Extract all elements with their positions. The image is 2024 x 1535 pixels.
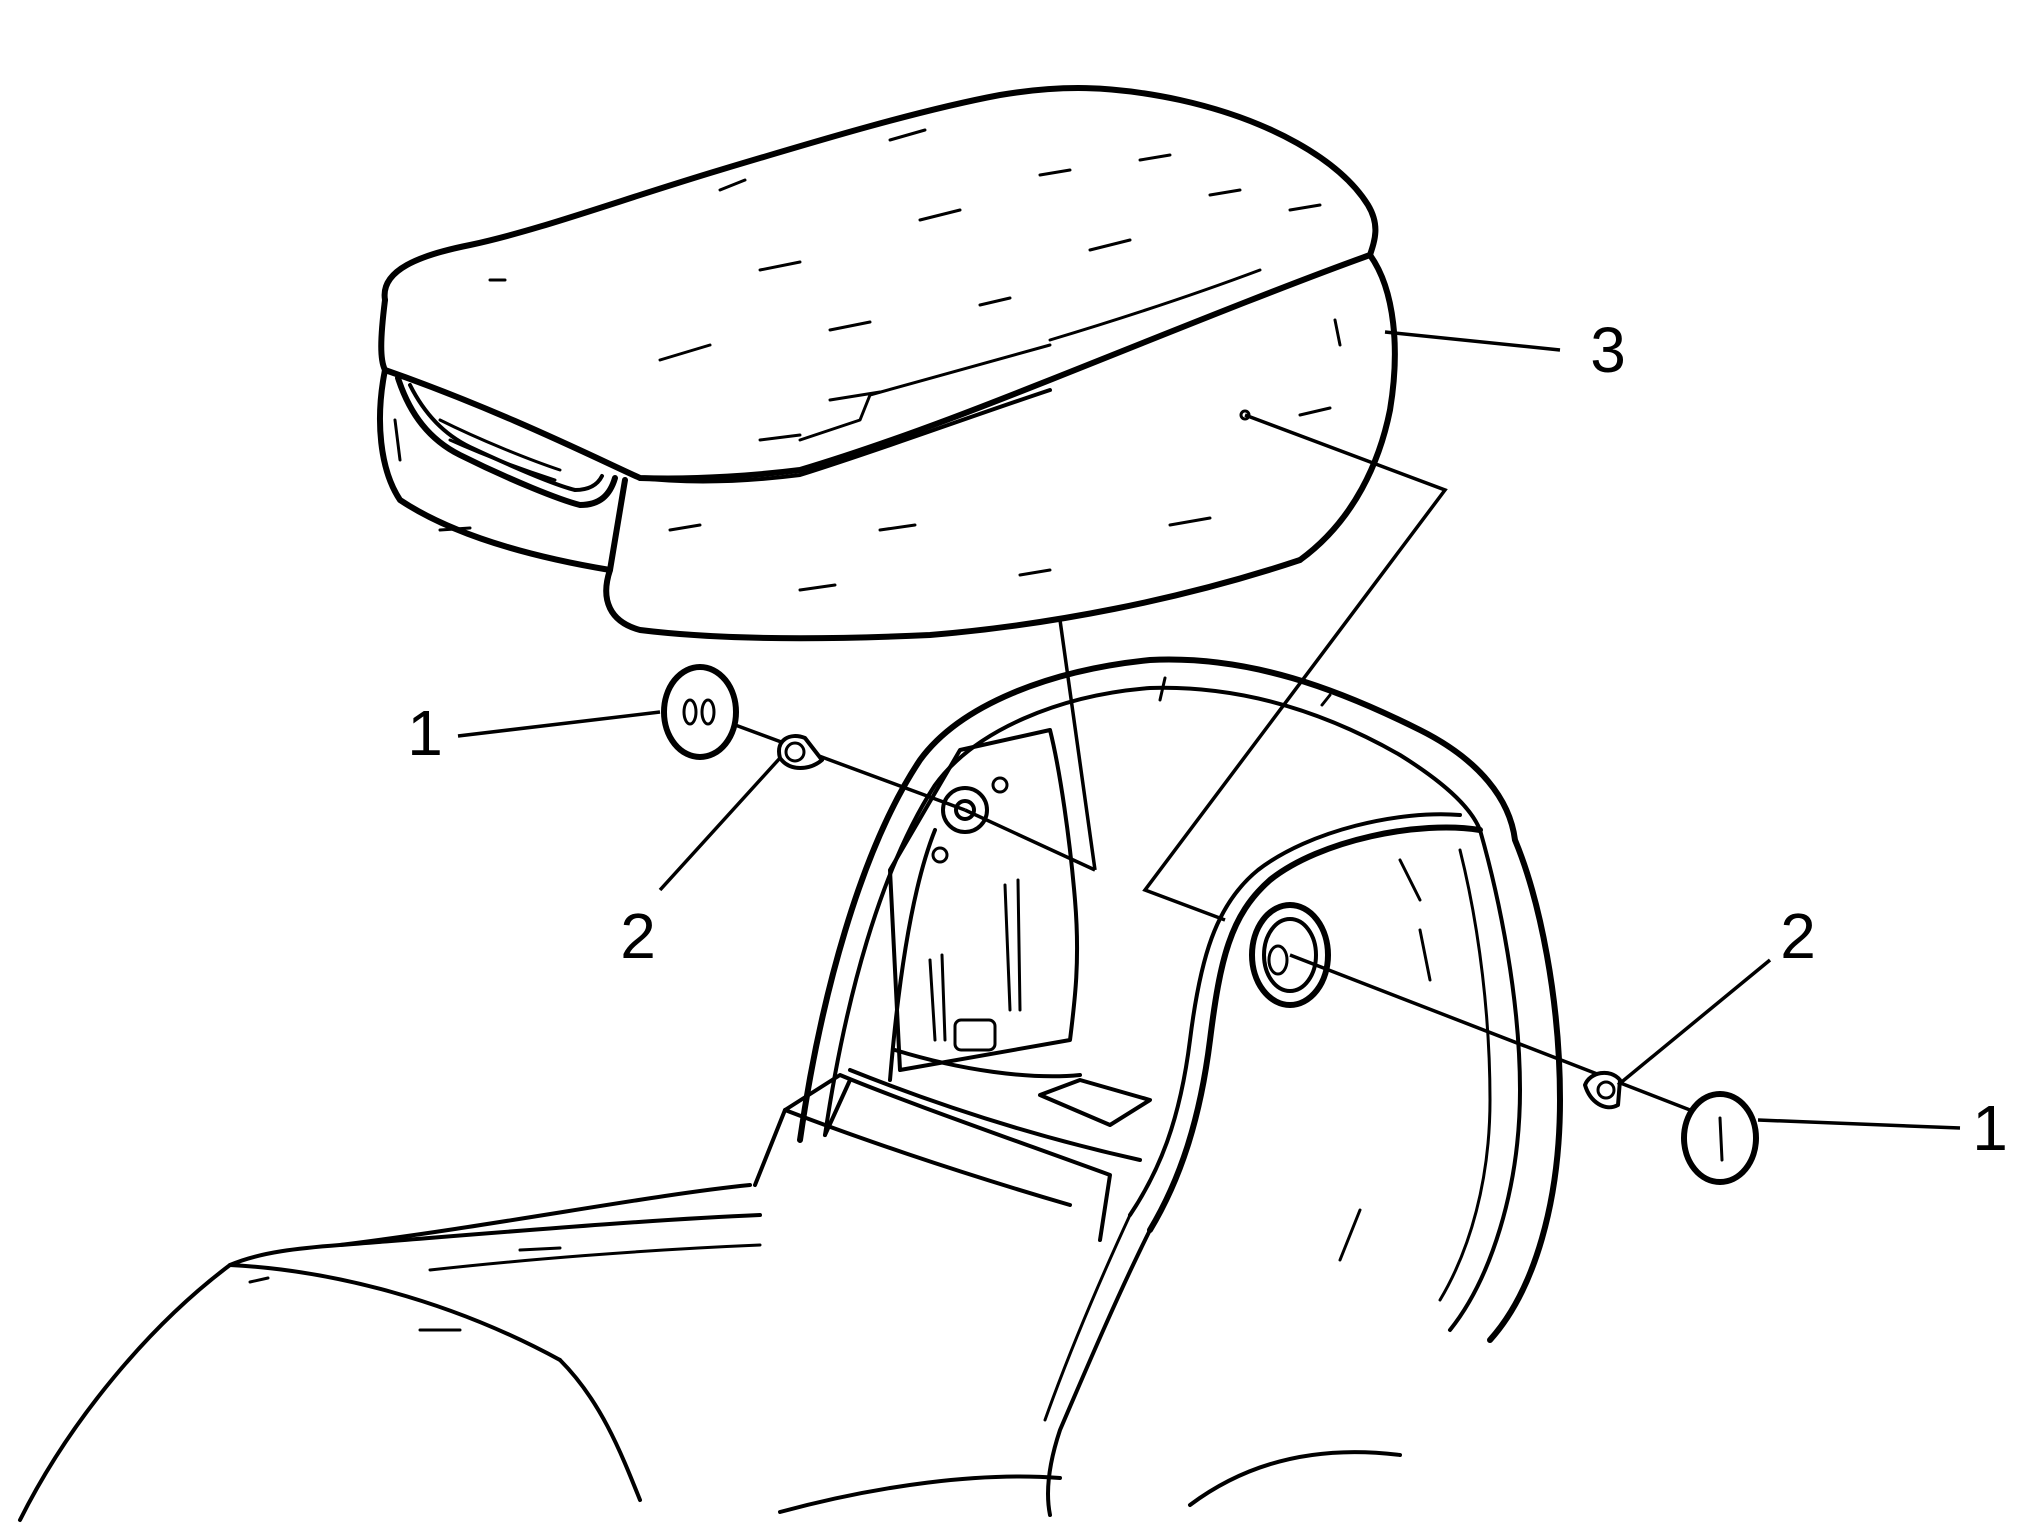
callout-label: 3 xyxy=(1590,314,1626,386)
callout-label: 2 xyxy=(620,900,656,972)
console-base xyxy=(753,656,1563,1517)
callout-2-right: 2 xyxy=(1616,900,1816,1087)
right-cover-1 xyxy=(1681,1091,1759,1185)
callout-label: 1 xyxy=(407,697,443,769)
seat-cushion xyxy=(18,1183,1402,1522)
callout-label: 2 xyxy=(1780,900,1816,972)
callout-label: 1 xyxy=(1972,1092,2008,1164)
left-cover-1 xyxy=(661,664,739,760)
assembly-lines xyxy=(699,413,1691,1112)
callout-3: 3 xyxy=(1384,314,1626,386)
grommet xyxy=(1249,902,1331,1008)
right-bolt-2 xyxy=(1583,1070,1622,1110)
callout-1-right: 1 xyxy=(1757,1092,2008,1164)
callout-1-left: 1 xyxy=(407,697,661,769)
callout-2-left: 2 xyxy=(620,756,782,972)
armrest-lid xyxy=(377,85,1398,642)
left-bolt-2 xyxy=(777,734,824,770)
